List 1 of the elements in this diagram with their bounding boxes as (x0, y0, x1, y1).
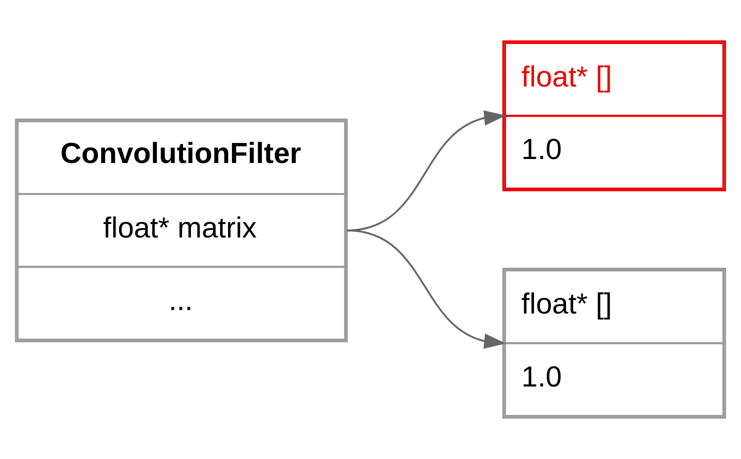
arrow (346, 230, 506, 349)
